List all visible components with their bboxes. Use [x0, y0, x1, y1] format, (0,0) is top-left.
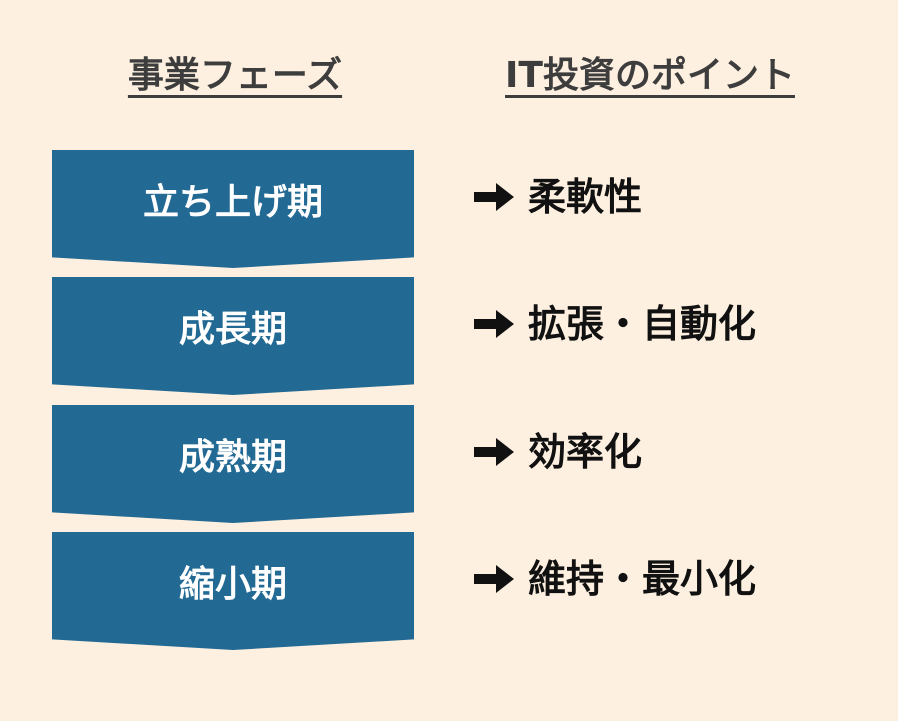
investment-point-decline: 維持・最小化	[474, 554, 756, 604]
it-investment-column-header: IT投資のポイント	[505, 55, 795, 96]
phase-chevron-maturity: 成熟期	[52, 405, 414, 523]
phase-label: 立ち上げ期	[142, 182, 323, 223]
phase-chevron-growth: 成長期	[52, 277, 414, 395]
phase-chevron-startup: 立ち上げ期	[52, 150, 414, 268]
investment-point-text: 効率化	[528, 430, 643, 474]
investment-point-maturity: 効率化	[474, 427, 642, 477]
investment-point-text: 維持・最小化	[528, 557, 757, 601]
phase-label: 縮小期	[178, 564, 287, 605]
phase-chevron-decline: 縮小期	[52, 532, 414, 650]
phase-column-header: 事業フェーズ	[127, 55, 343, 96]
investment-point-growth: 拡張・自動化	[474, 299, 756, 349]
right-arrow-icon	[474, 183, 514, 211]
investment-point-text: 柔軟性	[528, 175, 643, 219]
investment-point-startup: 柔軟性	[474, 172, 642, 222]
phase-label: 成熟期	[178, 437, 287, 478]
right-arrow-icon	[474, 310, 514, 338]
right-arrow-icon	[474, 565, 514, 593]
right-arrow-icon	[474, 438, 514, 466]
investment-point-text: 拡張・自動化	[528, 302, 757, 346]
phase-label: 成長期	[178, 309, 287, 350]
